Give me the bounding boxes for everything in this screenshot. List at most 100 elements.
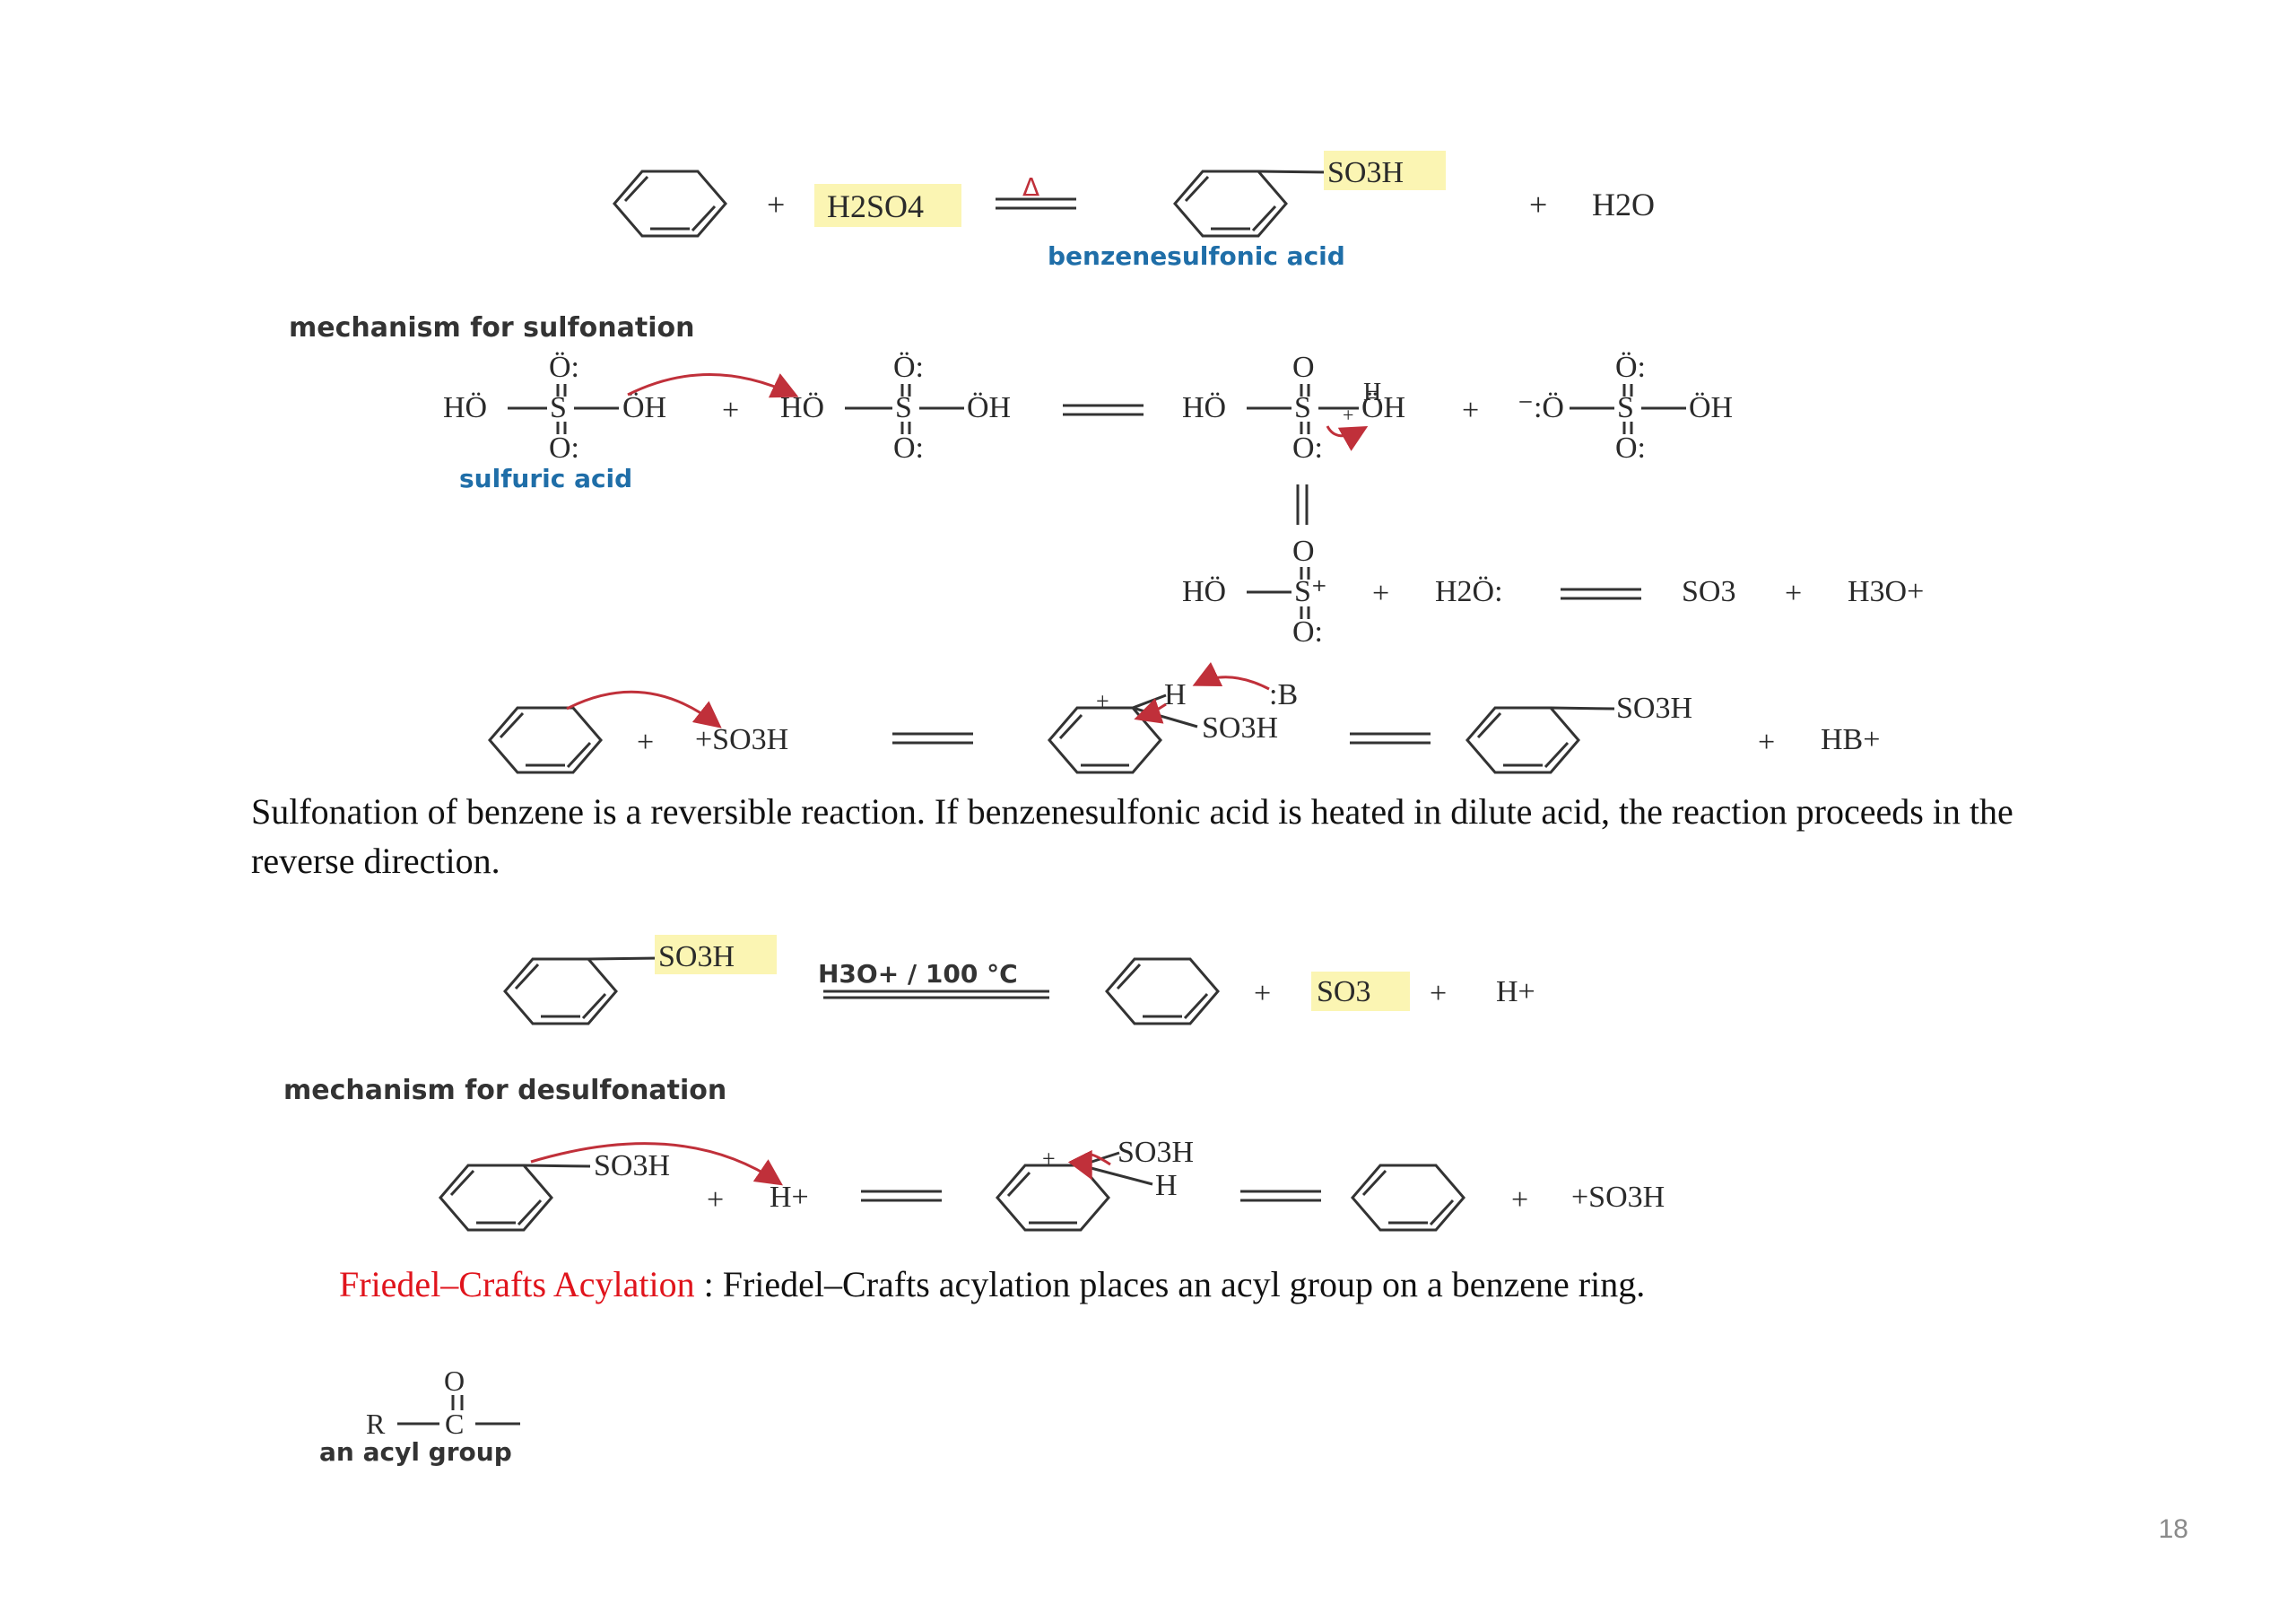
sulfuric-acid-structure: HÖ S ÖH Ö: O: [443,351,666,465]
benzenesulfonic-acid-ring [439,1164,553,1232]
plus-sign: + [1372,577,1389,610]
r-group: R [366,1408,386,1440]
sulfuric-acid-label: sulfuric acid [459,464,632,493]
equilibrium-arrow [891,732,975,745]
svg-text:O:: O: [1615,432,1646,465]
benzene-ring [1351,1164,1465,1232]
svg-text:Ö:: Ö: [893,351,924,384]
svg-text:O:: O: [893,432,924,465]
vertical-equilibrium-arrow [1296,484,1309,525]
electron-arrow [566,690,722,728]
so3h-group: SO3H [658,940,735,973]
electron-arrow [530,1142,783,1186]
so3h-group: SO3H [1202,711,1278,745]
benzenesulfonic-acid-ring [503,957,618,1025]
base: :B [1269,678,1298,711]
benzenesulfonic-acid-ring [1465,706,1580,774]
benzene-ring-product [1173,170,1288,238]
svg-text:HÖ: HÖ [443,391,487,424]
benzene-ring [613,170,727,238]
page-number: 18 [2158,1514,2188,1544]
svg-text:+: + [1096,688,1109,714]
equilibrium-arrow [1061,404,1145,416]
protonated-sulfuric-acid: HÖ S ÖH H O O: + [1182,351,1405,465]
svg-text:HÖ: HÖ [1182,575,1226,608]
plus-sign: + [1511,1183,1528,1216]
svg-text:⁻:Ö: ⁻:Ö [1518,391,1564,424]
svg-text:S: S [895,391,912,424]
so3-highlight [1311,972,1410,1011]
desulfonation-mechanism-title: mechanism for desulfonation [283,1075,726,1106]
so3h-group: SO3H [594,1149,670,1182]
plus-sign: + [1529,187,1547,222]
svg-text:S: S [1617,391,1634,424]
so3h-highlight [1324,151,1446,190]
sulfur-trioxide: SO3 [1317,975,1370,1008]
svg-text:O: O [1292,535,1315,568]
product-name: benzenesulfonic acid [1048,241,1345,271]
svg-text:S: S [550,391,567,424]
equilibrium-arrow [996,197,1076,210]
friedel-crafts-sentence: Friedel–Crafts Acylation : Friedel–Craft… [339,1260,2043,1309]
so3h-cation-label: +SO3H [695,723,788,756]
plus-sign: + [767,187,785,222]
reagent-h2so4: H2SO4 [827,188,924,224]
equilibrium-arrow [1348,732,1432,745]
svg-text:+: + [1042,1146,1056,1172]
plus-sign: + [1758,726,1775,759]
svg-text:S⁺: S⁺ [1294,575,1327,608]
proton: H+ [770,1181,809,1214]
plus-sign: + [1254,977,1271,1010]
sulfuric-acid-structure-2: HÖ S ÖH Ö: O: [780,351,1011,465]
reaction-conditions: H3O+ / 100 °C [818,959,1018,989]
svg-text:HÖ: HÖ [1182,391,1226,424]
hydrogen-atom: H [1164,678,1187,711]
plus-sign: + [1785,577,1802,610]
friedel-crafts-description: : Friedel–Crafts acylation places an acy… [694,1264,1646,1304]
protonated-base: HB+ [1821,723,1880,756]
so3h-cation: HÖ S⁺ O O: [1182,535,1327,649]
svg-text:HÖ: HÖ [780,391,824,424]
electron-arrow [1134,698,1167,724]
so3h-cation-label: +SO3H [1571,1181,1665,1214]
hydrogen-atom: H [1155,1169,1178,1202]
so3h-group: SO3H [1616,692,1692,725]
svg-text:H: H [1363,379,1381,406]
oxygen-atom: O [444,1365,465,1397]
plus-sign: + [1462,394,1479,427]
water-molecule: H2Ö: [1435,575,1503,608]
sulfonation-mechanism-title: mechanism for sulfonation [289,312,694,344]
svg-text:ÖH: ÖH [967,391,1011,424]
carbon-atom: C [445,1408,464,1440]
equilibrium-arrow [1559,588,1643,600]
svg-text:ÖH: ÖH [1689,391,1733,424]
so3h-highlight [655,935,777,974]
arenium-ion: + [996,1146,1153,1232]
sulfur-trioxide: SO3 [1682,575,1735,608]
svg-text:O:: O: [1292,432,1323,465]
benzene-ring [488,706,603,774]
svg-text:O:: O: [549,432,579,465]
so3h-group: SO3H [1327,156,1404,189]
svg-text:ÖH: ÖH [1361,391,1405,424]
benzene-ring [1105,957,1220,1025]
svg-text:O:: O: [1292,615,1323,649]
svg-text:Ö:: Ö: [549,351,579,384]
acyl-group-label: an acyl group [319,1437,512,1467]
svg-text:S: S [1294,391,1311,424]
plus-sign: + [707,1183,724,1216]
friedel-crafts-heading: Friedel–Crafts Acylation [339,1264,695,1304]
equilibrium-arrow [1239,1190,1323,1202]
svg-text:+: + [1343,404,1353,426]
equilibrium-arrow [859,1190,944,1202]
reagent-highlight [814,184,961,227]
acyl-group-structure [397,1395,520,1426]
svg-text:ÖH: ÖH [622,391,666,424]
water: H2O [1592,187,1655,222]
hydronium: H3O+ [1848,575,1924,608]
svg-text:O: O [1292,351,1315,384]
plus-sign: + [1430,977,1447,1010]
reversibility-paragraph: Sulfonation of benzene is a reversible r… [251,791,2013,881]
proton: H+ [1496,975,1535,1008]
